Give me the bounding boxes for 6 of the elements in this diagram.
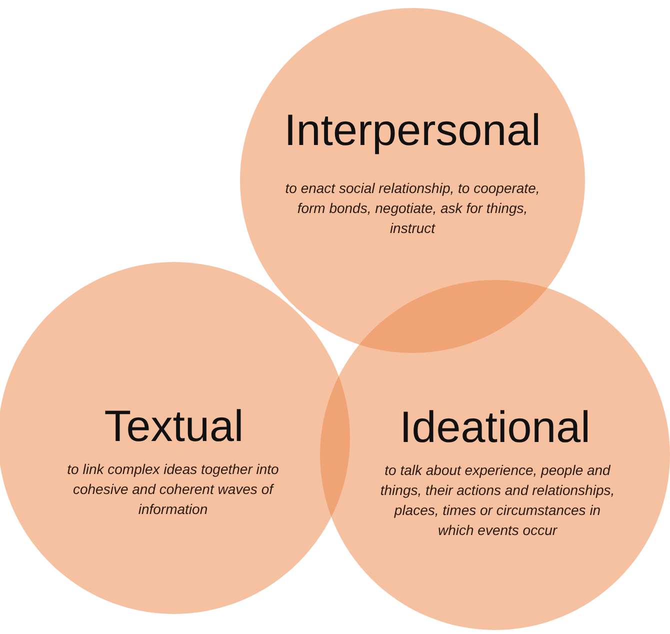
circle-heading: Ideational <box>398 403 592 453</box>
circle-description: to link complex ideas together into cohesive and coherent waves of information <box>66 460 280 519</box>
circle-description: to enact social relationship, to cooperate, form bonds, negotiate, ask for things, instruct <box>285 179 540 238</box>
circle-heading: Textual <box>103 402 245 452</box>
circle-heading: Interpersonal <box>283 106 542 156</box>
circle-description: to talk about experience, people and things, their actions and relationships, places, times or circumstances in which events occur <box>379 461 616 540</box>
